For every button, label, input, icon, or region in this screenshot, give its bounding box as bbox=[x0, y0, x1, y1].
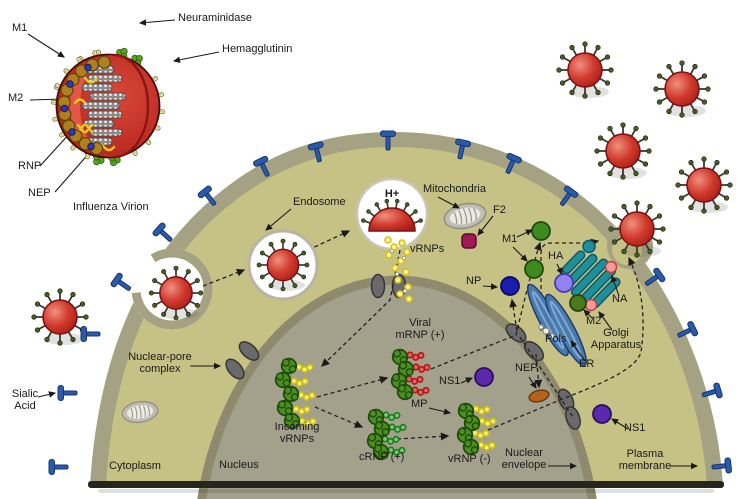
label-hemagglutinin: Hemagglutinin bbox=[222, 43, 293, 55]
ns1-protein bbox=[592, 404, 612, 424]
np-protein bbox=[500, 276, 520, 296]
label-na: NA bbox=[612, 293, 628, 305]
endosome bbox=[247, 229, 319, 301]
cell-base-line bbox=[88, 481, 724, 488]
label-endosome: Endosome bbox=[293, 196, 346, 208]
trafficking-arrows bbox=[202, 230, 644, 441]
label-inset-nep: NEP bbox=[28, 187, 51, 199]
ns1-protein bbox=[474, 367, 494, 387]
ha-protein bbox=[554, 273, 574, 293]
label-nep: NEP bbox=[515, 362, 538, 374]
label-crnp: cRNP (+) bbox=[359, 451, 405, 463]
label-er: ER bbox=[579, 358, 595, 370]
label-vrnp: vRNP (-) bbox=[448, 453, 491, 465]
label-vrnps: vRNPs bbox=[410, 243, 445, 255]
label-viral-mrnp: Viral mRNP (+) bbox=[395, 317, 445, 341]
label-nuclear-pore-complex: Nuclear-pore complex bbox=[128, 351, 192, 375]
label-cytoplasm: Cytoplasm bbox=[109, 460, 161, 472]
m2-protein bbox=[569, 294, 587, 312]
label-mp: MP bbox=[411, 398, 428, 410]
label-h-plus: H+ bbox=[384, 188, 400, 200]
label-golgi-apparatus: Golgi Apparatus bbox=[590, 327, 642, 351]
f2-protein bbox=[461, 233, 477, 249]
nep-protein bbox=[528, 389, 550, 403]
free-virion bbox=[674, 155, 734, 215]
polymerases bbox=[538, 324, 555, 340]
influenza-virion-inset bbox=[50, 46, 166, 167]
label-f2: F2 bbox=[493, 204, 506, 216]
label-m2: M2 bbox=[586, 315, 602, 327]
label-ha: HA bbox=[548, 250, 564, 262]
m2-nep-dots bbox=[60, 63, 95, 151]
label-mitochondria: Mitochondria bbox=[423, 183, 486, 195]
label-np: NP bbox=[466, 275, 482, 287]
free-virion bbox=[30, 287, 90, 347]
free-virion bbox=[652, 59, 712, 119]
label-m1: M1 bbox=[502, 233, 518, 245]
label-nuclear-envelope: Nuclear envelope bbox=[501, 447, 547, 471]
label-inset-rnp: RNP bbox=[18, 160, 42, 172]
label-inset-m1: M1 bbox=[12, 22, 28, 34]
free-virion bbox=[555, 40, 615, 100]
na-vesicle bbox=[584, 298, 598, 312]
label-pols: Pols bbox=[545, 333, 567, 345]
free-virion bbox=[593, 121, 653, 181]
label-plasma-membrane: Plasma membrane bbox=[618, 448, 672, 472]
label-sialic-acid: Sialic Acid bbox=[11, 388, 39, 412]
released-vrnps bbox=[384, 236, 413, 303]
cell-shadow bbox=[98, 489, 714, 493]
label-incoming-vrnps: Incoming vRNPs bbox=[274, 421, 320, 445]
label-influenza-virion: Influenza Virion bbox=[73, 201, 149, 213]
label-neuraminidase: Neuraminidase bbox=[178, 12, 252, 24]
label-ns1-cytoplasm: NS1 bbox=[624, 422, 646, 434]
m1-protein bbox=[524, 259, 544, 279]
acidified-endosome bbox=[355, 177, 429, 251]
label-nucleus: Nucleus bbox=[219, 459, 259, 471]
label-ns1-nucleus: NS1 bbox=[439, 375, 461, 387]
label-inset-m2: M2 bbox=[8, 92, 24, 104]
m1-protein bbox=[531, 221, 551, 241]
na-vesicle bbox=[604, 260, 618, 274]
virion-cut-face bbox=[69, 55, 114, 157]
